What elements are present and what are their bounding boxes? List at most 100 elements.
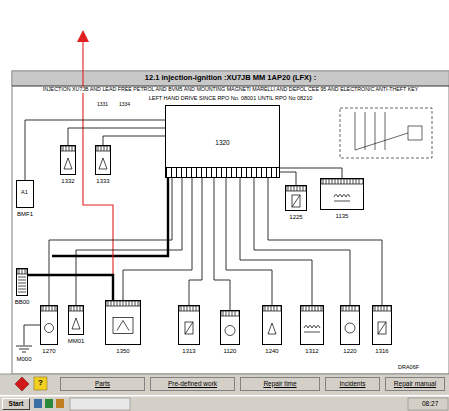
pin-stroke [297, 186, 298, 191]
red-arrow-part [77, 30, 89, 42]
component-box: 1333 [95, 145, 111, 175]
part-number: M000 [16, 356, 31, 362]
pin-stroke [384, 306, 385, 311]
wire-connector [226, 178, 272, 305]
toolbar [0, 374, 449, 395]
pin-stroke [265, 306, 266, 311]
pin-stroke [98, 146, 99, 151]
pin-stroke [63, 146, 64, 151]
pin-stroke [46, 306, 47, 311]
component-box: 1120 [220, 310, 240, 345]
pin-stroke [349, 306, 350, 311]
pin-stroke [326, 179, 327, 184]
ground-stroke [16, 346, 32, 347]
pin-stroke [335, 179, 336, 184]
symbol-stroke [185, 322, 193, 334]
symbol-stroke [117, 321, 129, 331]
connector-strip [373, 306, 391, 311]
toolbar-part [0, 374, 449, 375]
wire-connector [25, 120, 165, 180]
wire-connector [240, 178, 312, 305]
pin-stroke [341, 179, 342, 184]
pin-stroke [321, 306, 322, 311]
button-label: Parts [95, 381, 110, 388]
part-number: 1120 [224, 348, 237, 354]
button-label: Pre-defined work [168, 381, 217, 388]
pin-stroke [187, 306, 188, 311]
battery-plate [18, 277, 26, 278]
callout-label: A1 [21, 189, 28, 195]
toolbar-part [34, 377, 47, 390]
taskbar-part [408, 398, 448, 410]
pin-stroke [129, 301, 130, 306]
pin-stroke [268, 306, 269, 311]
callout-label: 1331 [97, 102, 108, 108]
wire-connector [76, 178, 182, 305]
pin-stroke [49, 306, 50, 311]
symbol-stroke [225, 326, 235, 336]
pin-stroke [123, 301, 124, 306]
pin-stroke [271, 306, 272, 311]
part-number: 1313 [182, 348, 195, 354]
battery-plate [18, 286, 26, 287]
red-arrow [77, 30, 113, 292]
component-box: 1225 [285, 185, 307, 211]
component-box: MM01 [68, 305, 84, 335]
power-wire [52, 178, 168, 256]
power-wire-part [52, 178, 168, 256]
part-number: 1225 [289, 214, 302, 220]
taskbar-part [34, 399, 42, 408]
component-symbol [16, 268, 28, 296]
pin-stroke [347, 179, 348, 184]
connector-strip [106, 301, 140, 306]
symbol-stroke [113, 318, 133, 334]
pin-stroke [346, 306, 347, 311]
ground-stroke [19, 349, 29, 350]
wire-connector [103, 136, 165, 145]
symbol-stroke [99, 158, 107, 169]
toolbar-part [0, 374, 449, 395]
component-symbol [40, 305, 58, 345]
wire-connector [268, 178, 382, 305]
ground-lines [16, 345, 32, 354]
pin-stroke [306, 306, 307, 311]
toolbar-button: Incidents [325, 377, 380, 391]
pin-stroke [277, 306, 278, 311]
component-box: 1350 [105, 300, 141, 345]
battery-plate [18, 292, 26, 293]
pin-stroke [323, 179, 324, 184]
component-box: 1135 [320, 178, 364, 210]
symbol-stroke [378, 322, 386, 334]
callout-label: 1334 [119, 102, 130, 108]
window-frame-part [12, 71, 449, 86]
pin-stroke [355, 306, 356, 311]
component-box: BB00 [16, 268, 28, 296]
pin-stroke [120, 301, 121, 306]
pin-stroke [19, 269, 20, 274]
part-number: 1316 [375, 348, 388, 354]
part-number: 1220 [343, 348, 356, 354]
pin-stroke [329, 179, 330, 184]
pin-stroke [294, 186, 295, 191]
connector-strip [221, 311, 239, 316]
wire-connector [214, 178, 230, 310]
taskbar-part [56, 399, 64, 408]
component-box: 1316 [372, 305, 392, 345]
part-number: 1135 [336, 213, 349, 219]
dashed-box-part [408, 126, 422, 140]
taskbar-part [70, 398, 130, 410]
symbol-stroke [72, 318, 80, 329]
pin-stroke [193, 306, 194, 311]
connector-strip [286, 186, 306, 191]
pin-stroke [223, 311, 224, 316]
diagram-title: 12.1 injection-ignition :XU7JB MM 1AP20 … [12, 74, 449, 82]
symbol-stroke [345, 323, 355, 333]
battery-plate [18, 280, 26, 281]
wire-connector [280, 172, 296, 185]
battery-plate [18, 283, 26, 284]
toolbar-button: Repair time [240, 377, 320, 391]
connector-strip [17, 269, 27, 274]
pin-stroke [232, 311, 233, 316]
pin-stroke [303, 186, 304, 191]
